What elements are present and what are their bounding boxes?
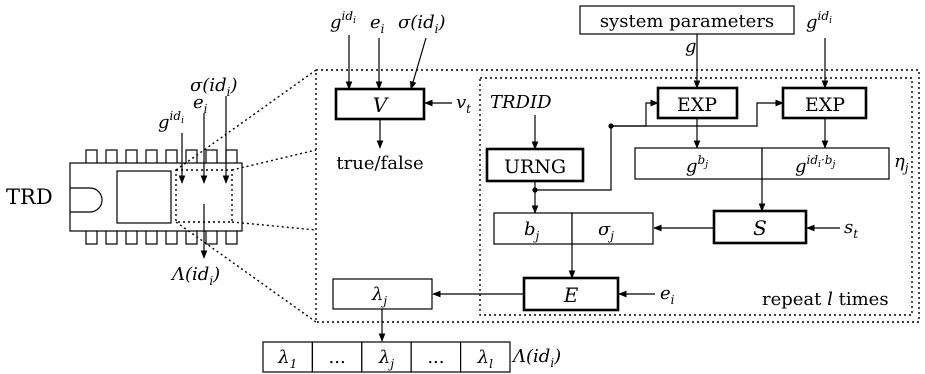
e-box <box>522 276 620 312</box>
output-table-cell-text: λl <box>477 347 493 371</box>
output-table-cell-text: ... <box>329 347 346 368</box>
e-input: ei <box>660 283 675 307</box>
verifier-box-label: V <box>373 93 390 117</box>
trd-chip: TRD gidi ei σ(idi) <box>6 75 243 288</box>
exp-label-2: EXP <box>805 94 845 116</box>
zoom-lines <box>175 69 317 323</box>
s-box-label: S <box>753 216 767 240</box>
zoom-frame <box>315 69 920 323</box>
output-table-cell <box>361 341 412 373</box>
chip-input-sigma: σ(idi) <box>190 75 237 99</box>
verifier-v-input: vt <box>456 92 471 116</box>
e-box-label: E <box>563 283 579 307</box>
output-table-cell-text: λ1 <box>277 347 297 371</box>
system-parameters-box <box>579 5 795 35</box>
trd-label: TRD <box>6 185 53 209</box>
repeat-label: repeat l times <box>762 289 889 310</box>
output-table-cell <box>410 341 462 373</box>
verifier-input-g: gidi <box>330 9 356 33</box>
system-parameters-label: system parameters <box>600 11 774 32</box>
chip-notch <box>70 187 103 213</box>
verifier-section: gidi ei σ(idi) V vt true/false <box>330 9 471 174</box>
chip-die <box>116 170 172 224</box>
s-input: st <box>844 217 858 241</box>
chip-output-lambda: Λ(idi) <box>170 264 220 288</box>
lambda-j-text: λj <box>371 284 387 308</box>
system-right-g: gidi <box>806 9 832 33</box>
output-table-cell-text: λj <box>378 347 394 371</box>
eta-gid-text: gidi·bj <box>795 153 835 177</box>
cell-b-text: bj <box>524 219 540 243</box>
chip-input-e: ei <box>193 92 208 116</box>
system-section: system parameters g gidi <box>579 5 832 89</box>
system-output-g: g <box>685 36 697 57</box>
verifier-box <box>334 87 426 121</box>
output-table-cell-text: ... <box>427 347 444 368</box>
verifier-input-e: ei <box>370 12 385 36</box>
chip-top-pins <box>85 149 238 165</box>
verifier-input-sigma: σ(idi) <box>398 12 445 36</box>
chip-bottom-pins <box>85 229 238 245</box>
urng-label: URNG <box>504 156 566 178</box>
eta-gb-text: gbj <box>686 153 708 177</box>
cell-sigma-text: σj <box>598 219 614 243</box>
s-box <box>712 209 808 245</box>
output-table-cell <box>460 341 511 373</box>
verifier-output: true/false <box>336 153 423 174</box>
loop-frame <box>479 77 913 316</box>
chip-input-g: gidi <box>158 109 184 133</box>
exp-box-1 <box>656 86 739 120</box>
cell-sigma <box>571 212 654 245</box>
output-table-label: Λ(idi) <box>511 346 561 370</box>
loop-section: TRDID URNG EXP EXP gbj gidi·bj ηj S st <box>432 86 909 312</box>
output-table: λ1... λj... λl Λ(idi) <box>262 341 561 373</box>
exp-label-1: EXP <box>677 94 717 116</box>
eta-cell-gb <box>634 147 763 180</box>
output-table-cell <box>262 341 314 373</box>
urng-box <box>485 147 585 183</box>
eta-label: ηj <box>894 151 909 175</box>
output-table-cell <box>311 341 363 373</box>
trdid-label: TRDID <box>490 92 552 113</box>
eta-cell-gid <box>761 147 890 180</box>
